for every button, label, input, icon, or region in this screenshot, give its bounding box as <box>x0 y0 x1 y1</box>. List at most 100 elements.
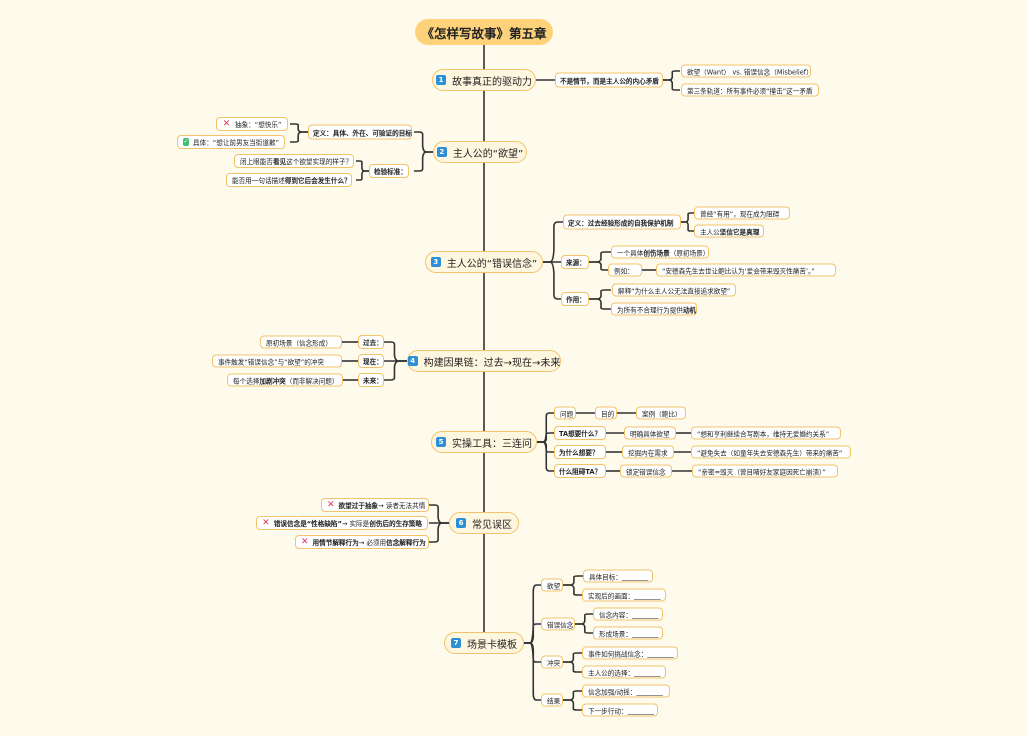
s4-future-content[interactable]: 每个选择加剧冲突（而非解决问题） <box>227 373 343 387</box>
s7-result-next[interactable]: 下一步行动：________ <box>582 703 658 717</box>
s5-purpose-block[interactable]: 锁定错误信念 <box>620 464 672 478</box>
s7-mis-scene[interactable]: 形成场景：________ <box>593 626 663 640</box>
cross-icon: ✕ <box>222 118 231 129</box>
leaf-text: 每个选择 <box>233 377 260 385</box>
s5-case-want[interactable]: “想和亨利继续合写剧本，维持无爱婚约关系” <box>691 426 841 440</box>
leaf-emphasis: 加剧冲突 <box>259 377 286 385</box>
s3-example-quote[interactable]: “安德森先生去世让鲍比认为‘爱会带来毁灭性痛苦’。” <box>656 263 836 277</box>
s2-fan <box>414 131 433 153</box>
s3-fan <box>543 221 563 263</box>
s1-fan <box>663 70 680 81</box>
s5-case-block[interactable]: “亲密=毁灭（曾目睹好友家庭因死亡崩溃）” <box>692 464 838 478</box>
s7-result-belief[interactable]: 信念加强/动摇：________ <box>582 684 670 698</box>
s4-now[interactable]: 现在： <box>358 354 384 368</box>
s7-conflict-challenge[interactable]: 事件如何挑战信念：________ <box>582 646 678 660</box>
s2-abstract-example[interactable]: ✕ 抽象：“想快乐” <box>216 117 288 131</box>
leaf-text: 一个具体 <box>617 249 644 257</box>
section-1-driver[interactable]: 1 故事真正的驱动力 <box>432 69 536 91</box>
s6-fan <box>429 522 449 543</box>
s6-fan <box>429 504 449 524</box>
s3-trauma-scene[interactable]: 一个具体创伤场景（原初场景） <box>611 245 709 259</box>
s2-check-fan <box>356 170 369 181</box>
s4-past[interactable]: 过去： <box>358 335 384 349</box>
s5-header-question[interactable]: 问题 <box>554 406 576 420</box>
label-text: 过去经验形成的 <box>587 219 634 227</box>
s7-want-image[interactable]: 实现后的画面：________ <box>582 588 666 602</box>
s7-conflict-choice[interactable]: 主人公的选择：________ <box>582 665 666 679</box>
s7-fan <box>524 642 541 701</box>
s7-fan <box>524 623 541 644</box>
s3-believes-truth[interactable]: 主人公坚信它是真理 <box>694 224 764 238</box>
s4-past-content[interactable]: 原初场景（信念形成） <box>260 335 342 349</box>
s3-example-label[interactable]: 例如： <box>608 263 642 277</box>
s5-question-want[interactable]: TA想要什么？ <box>554 426 606 440</box>
s2-check-fan <box>356 160 369 172</box>
s3-role[interactable]: 作用： <box>561 292 589 306</box>
section-3-misbelief[interactable]: 3 主人公的“错误信念” <box>425 251 543 273</box>
s3-source[interactable]: 来源： <box>561 255 589 269</box>
s2-question-visualize[interactable]: 闭上眼能否看见这个欲望实现的样子？ <box>234 154 354 168</box>
section-title: 构建因果链：过去→现在→未来 <box>423 357 561 369</box>
s2-def-fan <box>290 123 308 133</box>
section-7-scene-card[interactable]: 7 场景卡模板 <box>444 632 524 654</box>
label-emphasis: 定义： <box>568 219 588 227</box>
s5-purpose-want[interactable]: 明确具体欲望 <box>624 426 676 440</box>
label-emphasis: 主人公的内心矛盾 <box>606 77 659 85</box>
leaf-emphasis: 创伤场景 <box>643 249 670 257</box>
s2-check-criteria[interactable]: 检验标准： <box>369 164 409 178</box>
s5-header-case[interactable]: 案例（鲍比） <box>636 406 686 420</box>
s5-purpose-why[interactable]: 挖掘内在需求 <box>622 445 674 459</box>
section-number-badge: 1 <box>436 75 446 85</box>
section-number-badge: 5 <box>436 437 446 447</box>
s6-pitfall-flaw[interactable]: ✕ 错误信念是“性格缺陷” → 实际是创伤后的生存策略 <box>256 516 428 530</box>
leaf-text: → 必须用 <box>358 539 387 547</box>
leaf-emphasis: 用情节解释行为 <box>312 539 359 547</box>
s5-header-purpose[interactable]: 目的 <box>595 406 617 420</box>
section-title: 故事真正的驱动力 <box>452 76 532 88</box>
s1-core-conflict[interactable]: 不是情节，而是 主人公的内心矛盾 <box>555 72 663 88</box>
leaf-text: → 实际是 <box>341 520 370 528</box>
section-4-causal-chain[interactable]: 4 构建因果链：过去→现在→未来 <box>407 350 561 372</box>
leaf-emphasis: 欲望过于抽象 <box>338 502 379 510</box>
s7-result[interactable]: 结果 <box>541 693 563 707</box>
label-emphasis: 自我保护机制 <box>633 219 674 227</box>
section-6-pitfalls[interactable]: 6 常见误区 <box>449 512 519 534</box>
s7-want-fan <box>563 584 583 596</box>
s1-want-vs-misbelief[interactable]: 欲望（Want） vs. 错误信念（Misbelief） <box>681 64 813 78</box>
s2-concrete-example[interactable]: ✓ 具体：“想让前男友当街道歉” <box>177 135 285 149</box>
s1-fan <box>663 79 680 91</box>
s2-question-outcome[interactable]: 能否用一句话描述得到它后会发生什么？ <box>226 173 352 187</box>
s7-misbelief[interactable]: 错误信念 <box>541 617 575 631</box>
s4-future[interactable]: 未来： <box>358 373 384 387</box>
s7-mis-content[interactable]: 信念内容：________ <box>593 607 663 621</box>
s3-role-motive[interactable]: 为所有不合理行为提供动机 <box>611 302 697 316</box>
s3-definition[interactable]: 定义：过去经验形成的自我保护机制 <box>563 214 681 230</box>
s7-want-goal[interactable]: 具体目标：________ <box>583 569 653 583</box>
root-title[interactable]: 《怎样写故事》第五章 <box>415 19 553 45</box>
s7-res-fan <box>563 690 582 701</box>
s5-question-why[interactable]: 为什么想要？ <box>554 445 606 459</box>
section-2-want[interactable]: 2 主人公的“欲望” <box>433 141 527 163</box>
section-5-three-questions[interactable]: 5 实操工具：三连问 <box>431 431 537 453</box>
s6-pitfall-abstract[interactable]: ✕ 欲望过于抽象 → 读者无法共情 <box>321 498 429 512</box>
s3-role-explain[interactable]: 解释“为什么主人公无法直接追求欲望” <box>612 283 736 297</box>
s5-case-why[interactable]: “避免失去（如童年失去安德森先生）带来的痛苦” <box>691 445 851 459</box>
s4-now-content[interactable]: 事件触发“错误信念”与“欲望”的冲突 <box>212 354 342 368</box>
s2-fan <box>414 151 433 172</box>
leaf-text: 闭上眼能否 <box>240 158 273 166</box>
s5-question-block[interactable]: 什么阻碍TA？ <box>554 464 606 478</box>
label-text: 具体、外在、可验证的目标 <box>332 129 412 137</box>
s6-pitfall-plot[interactable]: ✕ 用情节解释行为 → 必须用信念解释行为 <box>295 535 429 549</box>
leaf-emphasis: 坚信它是真理 <box>719 228 760 236</box>
s3-once-useful[interactable]: 曾经“有用”，现在成为阻碍 <box>694 206 790 220</box>
check-icon: ✓ <box>183 138 190 146</box>
leaf-emphasis: 创伤后的生存策略 <box>369 520 422 528</box>
leaf-emphasis: 得到它后会发生什么？ <box>284 177 351 185</box>
s7-conflict[interactable]: 冲突 <box>541 655 563 669</box>
s2-definition[interactable]: 定义： 具体、外在、可验证的目标 <box>308 124 412 140</box>
s7-want-fan <box>563 575 583 586</box>
s7-want[interactable]: 欲望 <box>541 578 563 592</box>
s1-third-track[interactable]: 第三条轨道：所有事件必须“撞击”这一矛盾 <box>681 83 819 97</box>
leaf-text: 主人公 <box>700 228 720 236</box>
